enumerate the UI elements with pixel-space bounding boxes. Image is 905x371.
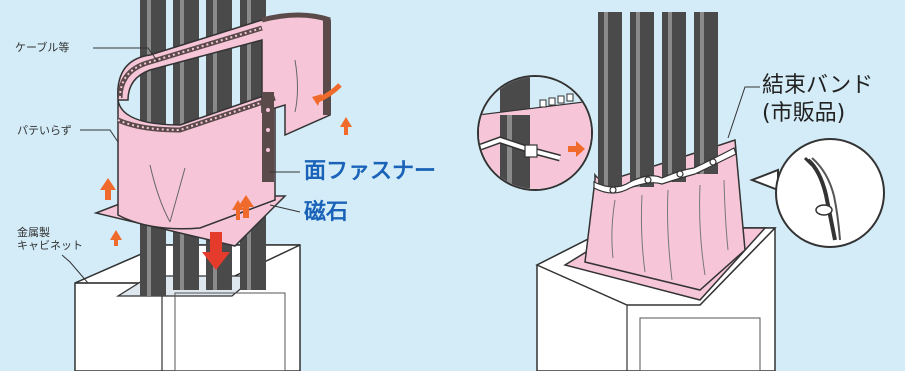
cables-right bbox=[598, 12, 718, 190]
magnet-label: 磁石 bbox=[304, 200, 348, 226]
putty-label: パテいらず bbox=[17, 124, 72, 137]
left-illustration bbox=[62, 0, 352, 371]
cable-tie-label: 結束バンド (市販品) bbox=[762, 72, 873, 128]
velcro-label: 面ファスナー bbox=[304, 159, 436, 185]
cabinet-label: 金属製 キャビネット bbox=[17, 226, 83, 252]
right-illustration bbox=[478, 12, 884, 371]
leader-line-right bbox=[728, 87, 760, 138]
cable-label: ケーブル等 bbox=[15, 41, 69, 54]
magnify-circle-icon bbox=[478, 76, 600, 200]
